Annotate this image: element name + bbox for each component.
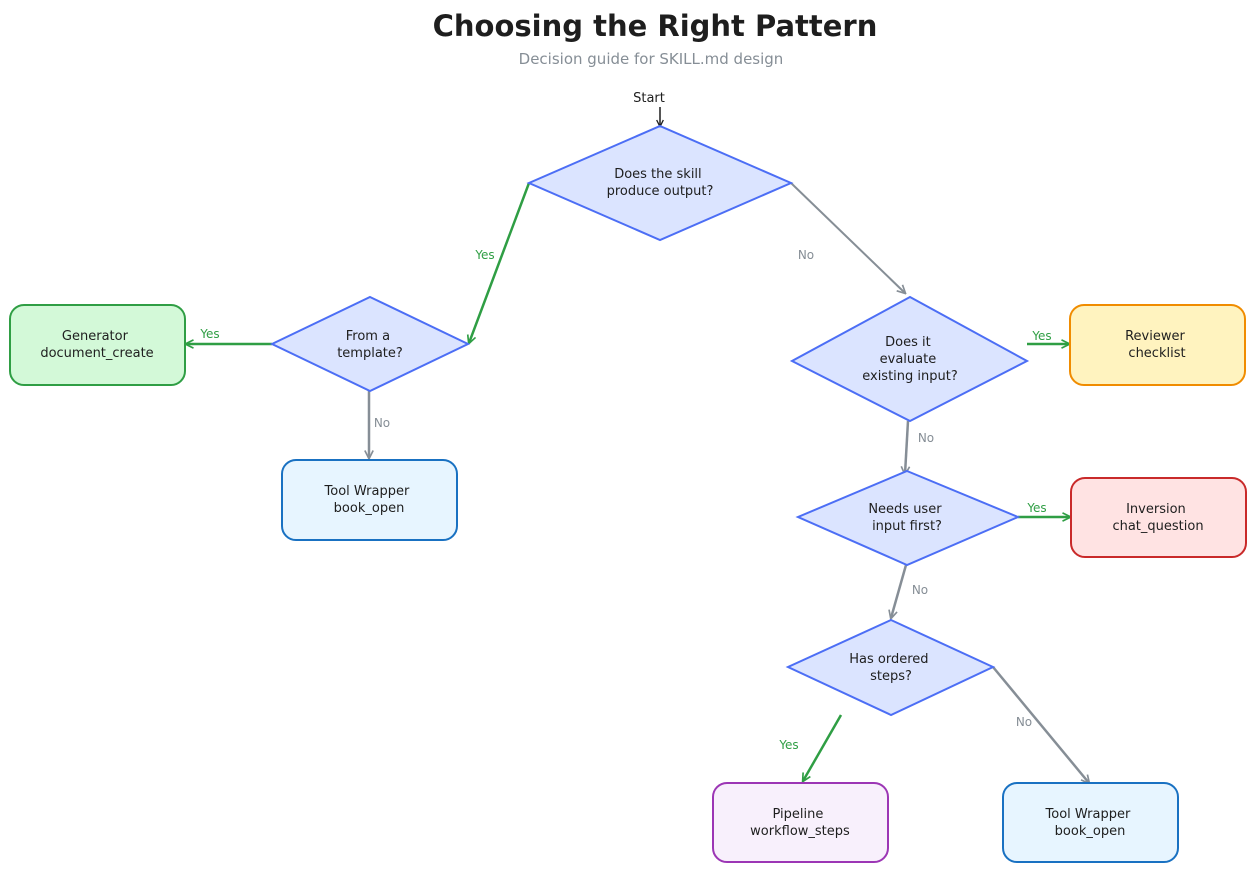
decision-user-input: Needs user input first? bbox=[795, 469, 1021, 567]
outcome-inversion-icon-label: chat_question bbox=[1112, 519, 1203, 534]
decision-user-input-line-2: input first? bbox=[872, 519, 942, 534]
outcome-box bbox=[281, 459, 458, 541]
outcome-box bbox=[1069, 304, 1246, 386]
decision-evaluate-line-3: existing input? bbox=[862, 369, 958, 384]
edge-ordered-yes bbox=[803, 714, 843, 781]
outcome-tool-wrapper-bottom-name: Tool Wrapper bbox=[1045, 807, 1131, 822]
edge-label-output-no: No bbox=[798, 248, 814, 262]
decision-diamond bbox=[789, 295, 1030, 423]
outcome-inversion: Inversion chat_question bbox=[1070, 477, 1247, 558]
decision-evaluate-line-1: Does it bbox=[885, 335, 931, 350]
edge-label-evaluate-yes: Yes bbox=[1031, 329, 1051, 343]
outcome-reviewer: Reviewer checklist bbox=[1069, 304, 1246, 386]
decision-template-line-2: template? bbox=[337, 346, 403, 361]
decision-evaluate-text: Does it evaluate existing input? bbox=[862, 335, 958, 384]
edge-user-input-no bbox=[891, 564, 908, 618]
outcome-pipeline-text: Pipeline workflow_steps bbox=[750, 807, 850, 839]
outcome-box bbox=[712, 782, 889, 863]
edge-label-ordered-yes: Yes bbox=[778, 738, 798, 752]
outcome-tool-wrapper-left-icon-label: book_open bbox=[334, 501, 405, 516]
edge-output-no bbox=[790, 182, 905, 293]
outcome-tool-wrapper-bottom-text: Tool Wrapper book_open bbox=[1045, 807, 1135, 839]
edge-label-template-no: No bbox=[374, 416, 390, 430]
decision-ordered-text: Has ordered steps? bbox=[849, 652, 932, 684]
decision-template-line-1: From a bbox=[346, 329, 390, 344]
page-title: Choosing the Right Pattern bbox=[433, 9, 878, 43]
outcome-tool-wrapper-bottom-icon-label: book_open bbox=[1055, 824, 1126, 839]
outcome-inversion-text: Inversion chat_question bbox=[1112, 502, 1203, 534]
decision-ordered-line-2: steps? bbox=[870, 669, 912, 684]
decision-user-input-line-1: Needs user bbox=[868, 502, 942, 517]
outcome-box bbox=[1070, 477, 1247, 558]
page-subtitle: Decision guide for SKILL.md design bbox=[519, 50, 784, 68]
edge-label-ordered-no: No bbox=[1016, 715, 1032, 729]
edge-labels: Yes No Yes No Yes No Yes No Yes No bbox=[199, 248, 1051, 752]
decision-diamond bbox=[526, 124, 794, 242]
outcome-generator-text: Generator document_create bbox=[40, 329, 153, 361]
outcome-pipeline: Pipeline workflow_steps bbox=[712, 782, 889, 863]
decision-output-text: Does the skill produce output? bbox=[607, 167, 714, 199]
decision-template-text: From a template? bbox=[337, 329, 403, 361]
outcome-reviewer-text: Reviewer checklist bbox=[1125, 329, 1189, 361]
edge-evaluate-no bbox=[905, 420, 908, 474]
decision-template: From a template? bbox=[269, 295, 471, 393]
outcome-box bbox=[1002, 782, 1179, 863]
outcome-generator-name: Generator bbox=[62, 329, 129, 344]
decision-diamond bbox=[795, 469, 1021, 567]
decision-diamond bbox=[269, 295, 471, 393]
decision-output-line-2: produce output? bbox=[607, 184, 714, 199]
outcome-tool-wrapper-bottom: Tool Wrapper book_open bbox=[1002, 782, 1179, 863]
edge-ordered-no bbox=[992, 666, 1089, 783]
outcome-box bbox=[9, 304, 186, 386]
outcome-reviewer-icon-label: checklist bbox=[1128, 346, 1185, 361]
outcome-tool-wrapper-left: Tool Wrapper book_open bbox=[281, 459, 458, 541]
decision-output: Does the skill produce output? bbox=[526, 124, 794, 242]
start-label: Start bbox=[633, 91, 665, 106]
edge-output-yes bbox=[469, 182, 531, 343]
decision-ordered-line-1: Has ordered bbox=[849, 652, 928, 667]
edge-label-user-input-yes: Yes bbox=[1026, 501, 1046, 515]
decision-output-line-1: Does the skill bbox=[614, 167, 701, 182]
decision-evaluate-line-2: evaluate bbox=[880, 352, 937, 367]
edge-label-template-yes: Yes bbox=[199, 327, 219, 341]
decision-diamond bbox=[785, 618, 996, 717]
edge-label-output-yes: Yes bbox=[474, 248, 494, 262]
decision-evaluate: Does it evaluate existing input? bbox=[789, 295, 1030, 423]
decision-user-input-text: Needs user input first? bbox=[868, 502, 945, 534]
outcome-pipeline-icon-label: workflow_steps bbox=[750, 824, 850, 839]
outcome-tool-wrapper-left-name: Tool Wrapper bbox=[324, 484, 410, 499]
decision-ordered: Has ordered steps? bbox=[785, 618, 996, 717]
edges bbox=[186, 182, 1089, 783]
outcome-pipeline-name: Pipeline bbox=[772, 807, 823, 822]
edge-label-user-input-no: No bbox=[912, 583, 928, 597]
outcome-generator: Generator document_create bbox=[9, 304, 186, 386]
outcome-tool-wrapper-left-text: Tool Wrapper book_open bbox=[324, 484, 414, 516]
outcome-generator-icon-label: document_create bbox=[40, 346, 153, 361]
outcome-inversion-name: Inversion bbox=[1126, 502, 1186, 517]
outcome-reviewer-name: Reviewer bbox=[1125, 329, 1185, 344]
edge-label-evaluate-no: No bbox=[918, 431, 934, 445]
